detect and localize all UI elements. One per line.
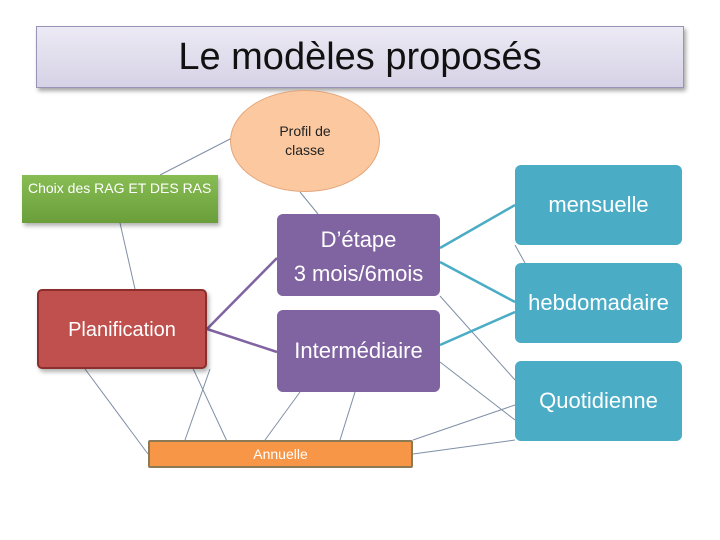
- node-choix-rag-ras: Choix des RAG ET DES RAS: [22, 175, 218, 223]
- page-title: Le modèles proposés: [36, 26, 684, 88]
- node-detape: D’étape 3 mois/6mois: [277, 214, 440, 296]
- node-annuelle: Annuelle: [148, 440, 413, 468]
- profil-label-line2: classe: [285, 142, 325, 158]
- node-profil-de-classe: Profil de classe: [230, 90, 380, 192]
- detape-label-line2: 3 mois/6mois: [293, 261, 424, 286]
- node-intermediaire: Intermédiaire: [277, 310, 440, 392]
- node-hebdomadaire: hebdomadaire: [515, 263, 682, 343]
- node-planification: Planification: [37, 289, 207, 369]
- node-mensuelle: mensuelle: [515, 165, 682, 245]
- node-quotidienne: Quotidienne: [515, 361, 682, 441]
- detape-label-line1: D’étape: [320, 227, 397, 252]
- profil-label-line1: Profil de: [279, 123, 331, 139]
